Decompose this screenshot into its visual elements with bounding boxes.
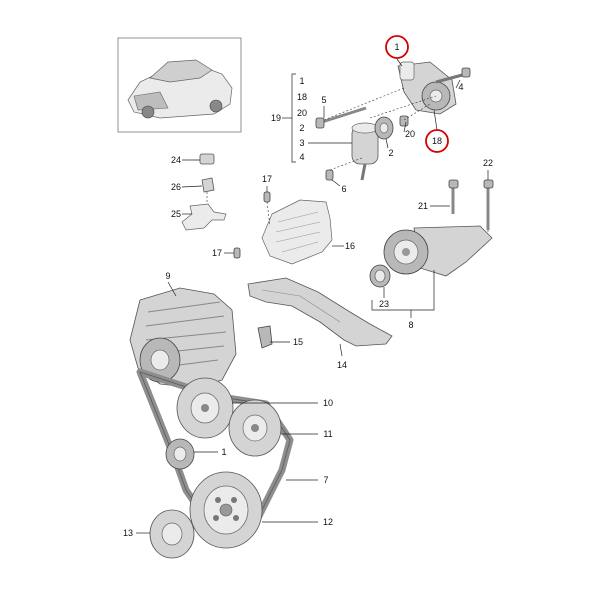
cap-23 — [369, 264, 391, 288]
callout-12[interactable]: 12 — [323, 517, 333, 527]
callout-8[interactable]: 8 — [408, 320, 413, 330]
bracket-19-item-6: 4 — [299, 152, 304, 162]
callout-21[interactable]: 21 — [418, 201, 428, 211]
pulley-13 — [149, 509, 195, 559]
idler-pulley-assembly — [383, 225, 493, 277]
belt-tensioner-assembly — [397, 61, 457, 115]
idler-1-lower — [165, 438, 195, 470]
callout-17-lower[interactable]: 17 — [212, 248, 222, 258]
pulley-11 — [228, 399, 282, 457]
callout-2[interactable]: 2 — [388, 148, 393, 158]
clip-26 — [201, 177, 215, 193]
callout-25[interactable]: 25 — [171, 209, 181, 219]
bolt-4 — [435, 67, 471, 84]
callout-22[interactable]: 22 — [483, 158, 493, 168]
callout-6[interactable]: 6 — [341, 184, 346, 194]
bolt-20 — [399, 115, 409, 127]
crankshaft-pulley-12 — [189, 471, 263, 549]
highlight-circle-18 — [425, 129, 449, 153]
heat-shield-16 — [261, 199, 333, 265]
car-thumbnail — [117, 37, 242, 133]
callout-4[interactable]: 4 — [458, 82, 463, 92]
bracket-19-item-1: 1 — [299, 76, 304, 86]
bracket-25 — [181, 203, 227, 231]
callout-15[interactable]: 15 — [293, 337, 303, 347]
bracket-19-item-2: 18 — [297, 92, 307, 102]
callout-10[interactable]: 10 — [323, 398, 333, 408]
bracket-19-item-4: 2 — [299, 123, 304, 133]
pulley-10 — [176, 377, 234, 439]
callout-20[interactable]: 20 — [405, 129, 415, 139]
bracket-14 — [247, 277, 393, 347]
clip-24 — [199, 153, 215, 165]
bolt-21 — [448, 179, 459, 214]
bolt-6 — [325, 169, 334, 181]
callout-24[interactable]: 24 — [171, 155, 181, 165]
alternator-9 — [129, 287, 237, 389]
bolt-17-lower — [233, 247, 241, 259]
callout-11[interactable]: 11 — [323, 429, 332, 439]
callout-9[interactable]: 9 — [165, 271, 170, 281]
bracket-19-item-3: 20 — [297, 108, 307, 118]
callout-5[interactable]: 5 — [321, 95, 326, 105]
callout-14[interactable]: 14 — [337, 360, 347, 370]
callout-26[interactable]: 26 — [171, 182, 181, 192]
drive-belt-7 — [136, 368, 294, 544]
highlight-circle-1 — [385, 35, 409, 59]
bolt-17-upper — [263, 191, 271, 203]
bracket-19-item-5: 3 — [299, 138, 304, 148]
callout-7[interactable]: 7 — [323, 475, 328, 485]
callout-1-lower[interactable]: 1 — [221, 447, 226, 457]
damper-3 — [351, 122, 379, 181]
bolt-5 — [315, 106, 367, 129]
callout-16[interactable]: 16 — [345, 241, 355, 251]
callout-1-top[interactable]: 1 — [394, 42, 399, 52]
bolt-22 — [483, 179, 494, 230]
clip-15 — [257, 325, 273, 349]
callout-23[interactable]: 23 — [379, 299, 389, 309]
callout-13[interactable]: 13 — [123, 528, 133, 538]
callout-19[interactable]: 19 — [271, 113, 281, 123]
callout-17-upper[interactable]: 17 — [262, 174, 272, 184]
cap-2 — [374, 116, 394, 140]
callout-18-top[interactable]: 18 — [432, 136, 442, 146]
